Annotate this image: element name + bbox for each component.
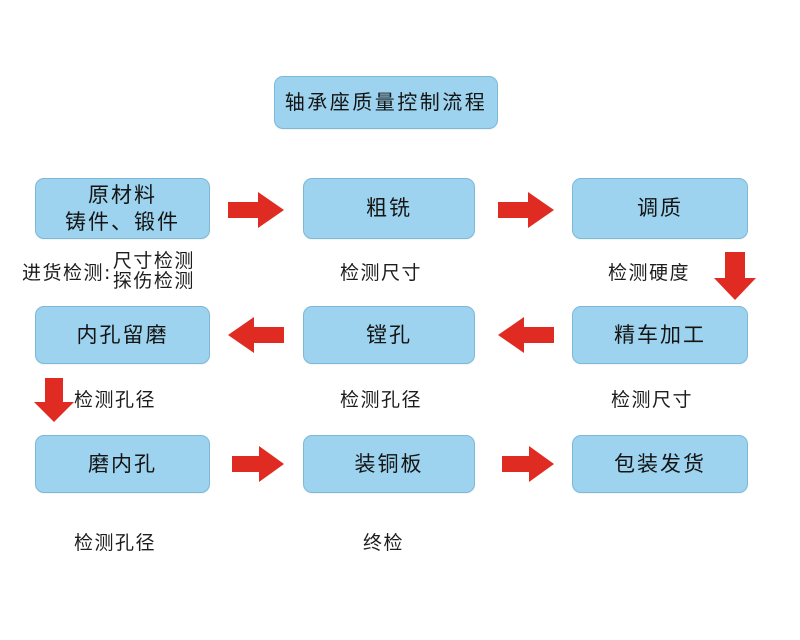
caption-incoming-inspection-lead: 进货检测: [22, 262, 112, 285]
process-node-raw-material-label: 原材料 铸件、锻件 [36, 182, 209, 235]
caption-incoming-inspection: 进货检测: 尺寸检测 探伤检测 [22, 250, 195, 292]
arrow-copper-to-packing-icon [502, 446, 554, 482]
raw-material-line1: 原材料 [88, 183, 157, 208]
arrow-rough-to-quench-icon [498, 192, 554, 228]
process-node-boring-label: 镗孔 [366, 322, 412, 347]
arrow-boring-to-boreallowance-icon [228, 317, 284, 353]
arrow-quench-to-finishturn-icon [714, 252, 756, 300]
caption-quench-temper: 检测硬度 [608, 262, 691, 284]
process-node-packing-shipping-label: 包装发货 [614, 451, 706, 476]
diagram-title-text: 轴承座质量控制流程 [284, 90, 488, 114]
process-node-install-copper-plate-label: 装铜板 [354, 451, 424, 476]
process-node-quench-temper[interactable]: 调质 [572, 178, 748, 239]
process-node-boring[interactable]: 镗孔 [303, 306, 475, 364]
process-node-rough-milling[interactable]: 粗铣 [303, 178, 475, 239]
process-node-finish-turning[interactable]: 精车加工 [572, 306, 748, 364]
process-node-grind-inner-bore[interactable]: 磨内孔 [35, 435, 210, 493]
process-node-raw-material[interactable]: 原材料 铸件、锻件 [35, 178, 210, 239]
arrow-grind-to-copper-icon [232, 446, 284, 482]
process-node-bore-grind-allowance[interactable]: 内孔留磨 [35, 306, 210, 364]
caption-bore-grind-allowance: 检测孔径 [74, 389, 157, 411]
process-node-bore-grind-allowance-label: 内孔留磨 [76, 322, 169, 347]
process-node-rough-milling-label: 粗铣 [366, 196, 412, 221]
caption-install-copper-plate: 终检 [363, 532, 405, 554]
arrow-boreallowance-to-grind-icon [34, 378, 74, 422]
process-node-grind-inner-bore-label: 磨内孔 [88, 451, 157, 476]
caption-grind-inner-bore: 检测孔径 [74, 532, 157, 554]
arrow-raw-to-rough-icon [228, 192, 284, 228]
caption-boring: 检测孔径 [340, 389, 423, 411]
diagram-title-box: 轴承座质量控制流程 [274, 76, 498, 129]
process-node-finish-turning-label: 精车加工 [614, 322, 706, 347]
caption-finish-turning: 检测尺寸 [611, 389, 694, 411]
raw-material-line2: 铸件、锻件 [65, 209, 180, 234]
caption-incoming-inspection-item2: 探伤检测 [112, 269, 195, 292]
process-node-quench-temper-label: 调质 [637, 196, 683, 221]
caption-rough-milling: 检测尺寸 [340, 262, 423, 284]
process-node-install-copper-plate[interactable]: 装铜板 [303, 435, 475, 493]
arrow-finishturn-to-boring-icon [498, 317, 554, 353]
caption-incoming-inspection-item1: 尺寸检测 [112, 250, 195, 272]
process-node-packing-shipping[interactable]: 包装发货 [572, 435, 748, 493]
